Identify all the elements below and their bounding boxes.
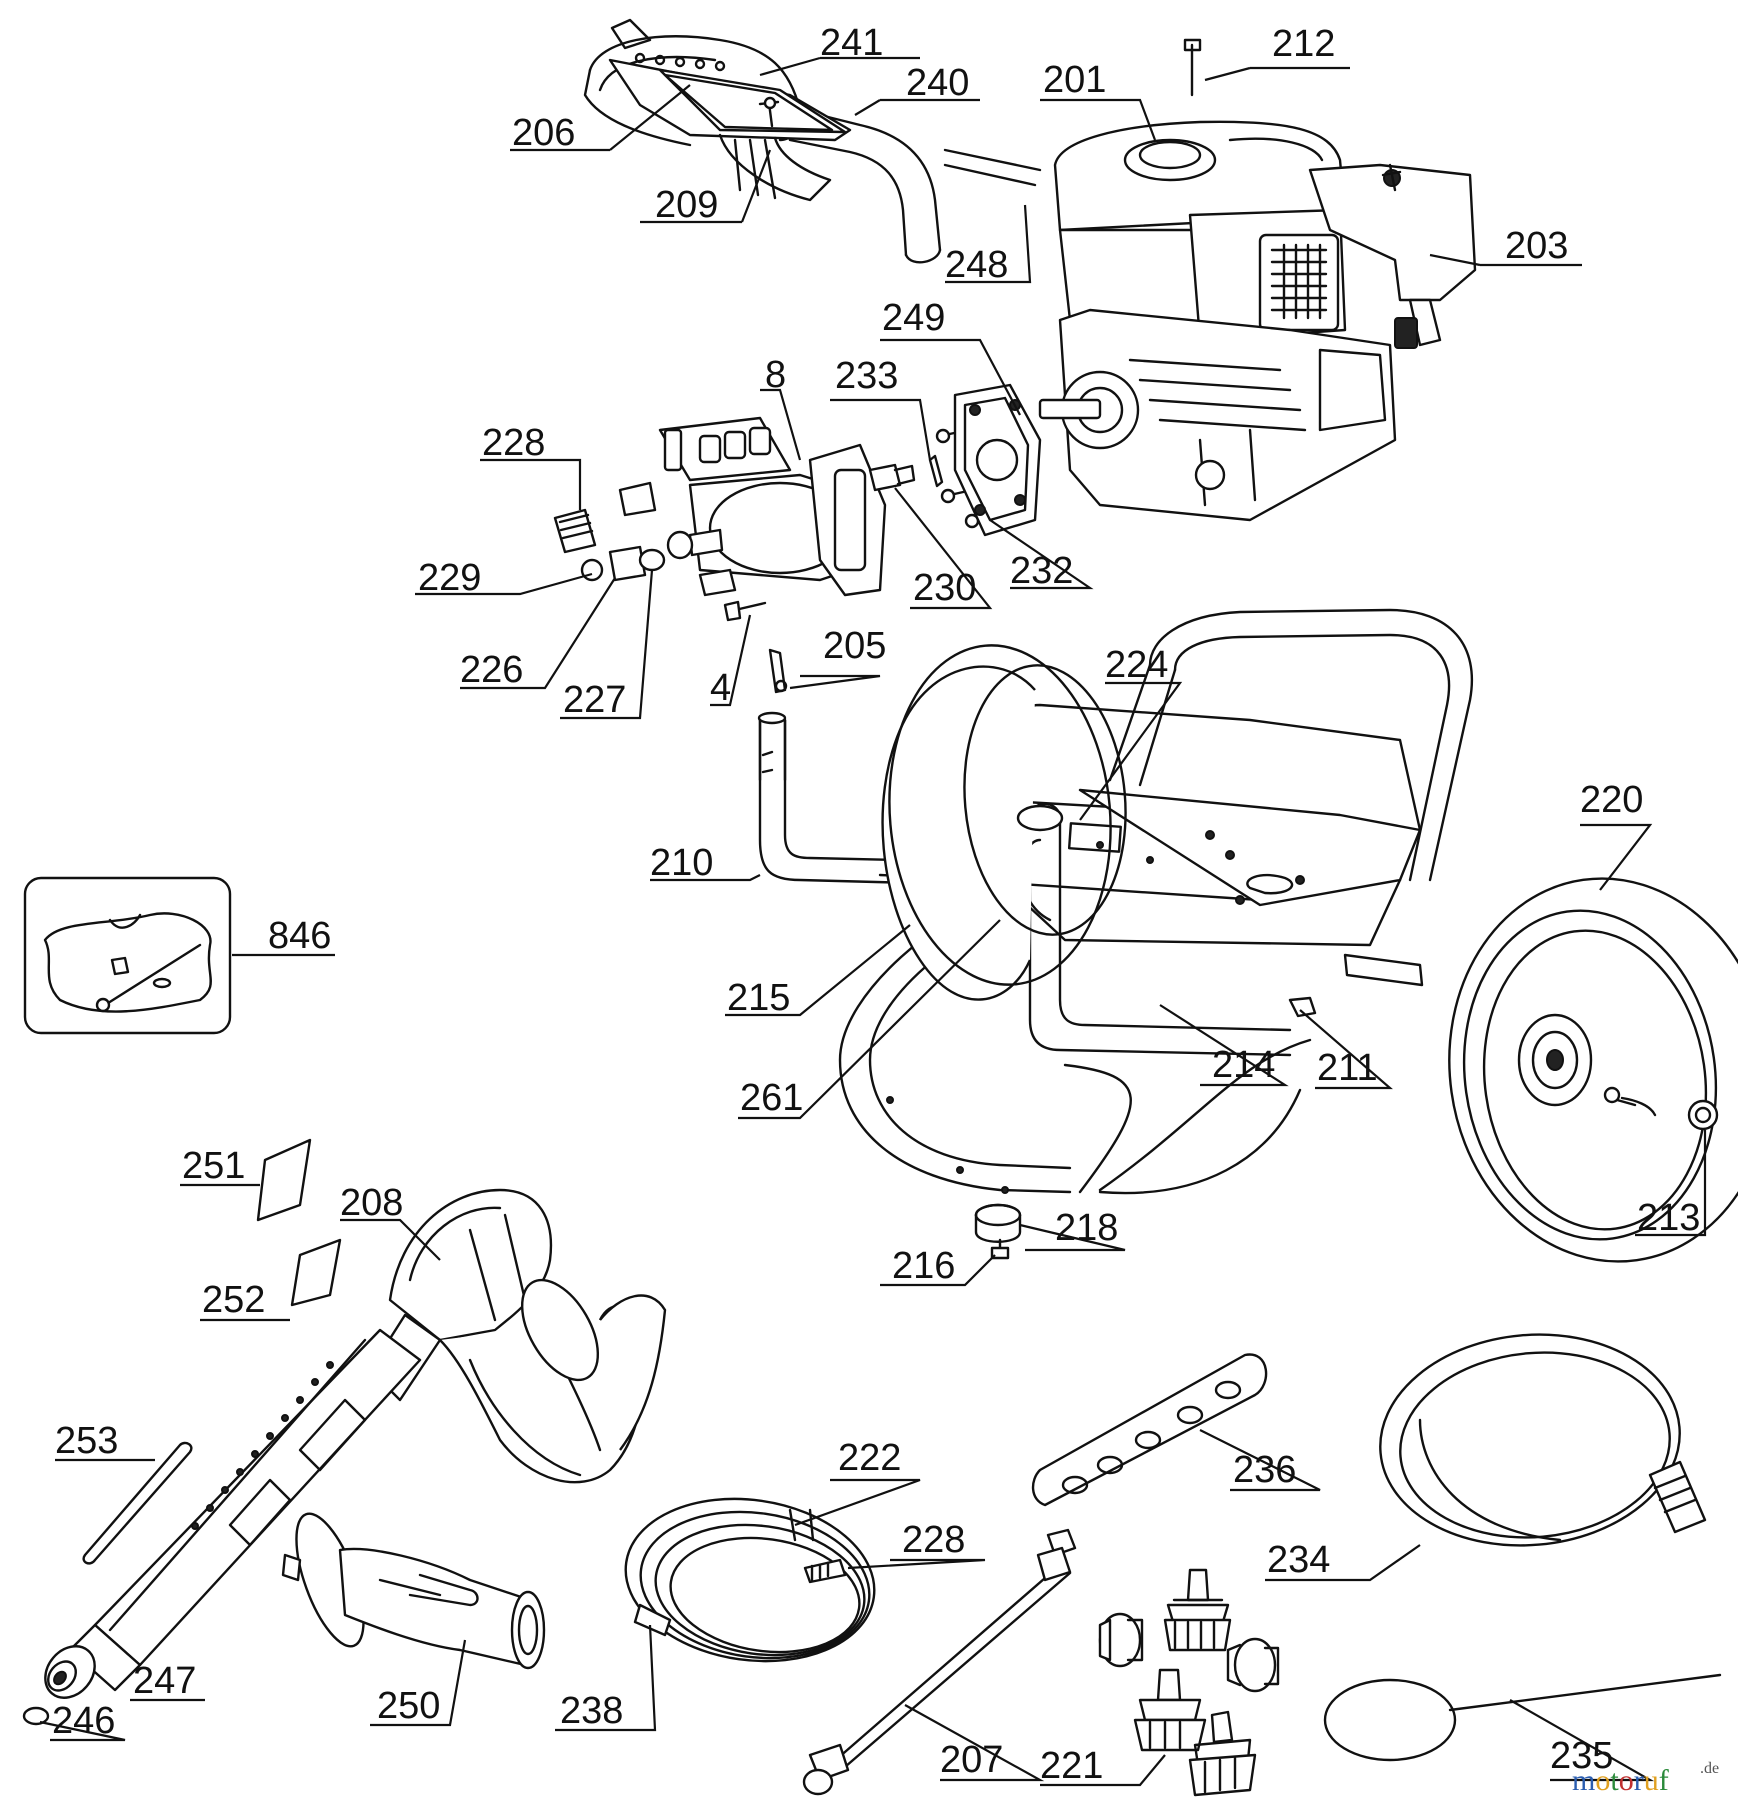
callout-213: 213 xyxy=(1637,1197,1700,1239)
frame-cart xyxy=(757,608,1474,1195)
callout-846: 846 xyxy=(268,915,331,957)
callout-224: 224 xyxy=(1105,644,1168,686)
fitting-228-inlet xyxy=(553,508,597,554)
callout-230: 230 xyxy=(913,567,976,609)
callout-201: 201 xyxy=(1043,59,1106,101)
nozzle-tips xyxy=(1098,1568,1280,1797)
detergent-siphon-hose xyxy=(1379,1333,1707,1547)
fittings-229-226-227 xyxy=(580,530,694,582)
callout-238: 238 xyxy=(560,1690,623,1732)
cleaning-pin xyxy=(1323,1673,1722,1762)
callout-215: 215 xyxy=(727,977,790,1019)
nozzle-holder xyxy=(1031,1353,1268,1507)
label-253 xyxy=(82,1441,193,1565)
callout-221: 221 xyxy=(1040,1745,1103,1787)
watermark-tld: .de xyxy=(1700,1760,1719,1777)
callout-229: 229 xyxy=(418,557,481,599)
callout-208: 208 xyxy=(340,1182,403,1224)
fitting-230 xyxy=(868,463,916,492)
callout-205: 205 xyxy=(823,625,886,667)
callout-232: 232 xyxy=(1010,550,1073,592)
label-251 xyxy=(256,1138,312,1222)
callout-4: 4 xyxy=(710,667,731,709)
hubcap-213 xyxy=(1687,1099,1719,1131)
callout-212: 212 xyxy=(1272,23,1335,65)
o-ring-246 xyxy=(22,1706,50,1726)
spray-lance xyxy=(802,1528,1077,1796)
flange-plate-249 xyxy=(953,383,1042,537)
watermark: motoruf .de xyxy=(1572,1760,1719,1797)
leader-lines xyxy=(39,56,1707,1787)
callout-220: 220 xyxy=(1580,779,1643,821)
engine xyxy=(1038,38,1477,522)
key-233 xyxy=(928,454,944,488)
callout-228-b: 228 xyxy=(902,1519,965,1561)
callout-8: 8 xyxy=(765,354,786,396)
callout-207: 207 xyxy=(940,1739,1003,1781)
bolt-4 xyxy=(723,600,767,622)
callout-240: 240 xyxy=(906,62,969,104)
hardware-kit xyxy=(23,876,232,1035)
callout-222: 222 xyxy=(838,1437,901,1479)
callout-249: 249 xyxy=(882,297,945,339)
spray-gun xyxy=(44,1188,667,1699)
callout-218: 218 xyxy=(1055,1207,1118,1249)
callout-236: 236 xyxy=(1233,1449,1296,1491)
callout-228-a: 228 xyxy=(482,422,545,464)
callout-227: 227 xyxy=(563,679,626,721)
high-pressure-hose xyxy=(624,1497,876,1663)
callout-248: 248 xyxy=(945,244,1008,286)
rubber-foot xyxy=(974,1203,1022,1260)
callout-252: 252 xyxy=(202,1279,265,1321)
callout-247: 247 xyxy=(133,1660,196,1702)
pump-assembly xyxy=(553,383,1042,622)
handle-assembly xyxy=(583,18,1042,264)
callout-233: 233 xyxy=(835,355,898,397)
callout-261: 261 xyxy=(740,1077,803,1119)
callout-253: 253 xyxy=(55,1420,118,1462)
callout-246: 246 xyxy=(52,1700,115,1742)
callouts: 241 240 206 209 212 201 203 248 249 8 23… xyxy=(52,22,1700,1787)
callout-226: 226 xyxy=(460,649,523,691)
callout-211: 211 xyxy=(1317,1047,1378,1089)
callout-235: 235 xyxy=(1550,1735,1613,1777)
wheel-front xyxy=(1448,877,1738,1263)
callout-241: 241 xyxy=(820,22,883,64)
wheel-rear xyxy=(881,644,1127,1001)
callout-251: 251 xyxy=(182,1145,245,1187)
label-252 xyxy=(290,1238,342,1307)
callout-206: 206 xyxy=(512,112,575,154)
engine-grille xyxy=(1270,243,1328,320)
callout-234: 234 xyxy=(1267,1539,1330,1581)
callout-214: 214 xyxy=(1212,1044,1275,1086)
watermark-brand: motoruf xyxy=(1572,1764,1669,1797)
callout-210: 210 xyxy=(650,842,713,884)
callout-216: 216 xyxy=(892,1245,955,1287)
callout-203: 203 xyxy=(1505,225,1568,267)
side-handle xyxy=(281,1512,546,1670)
callout-209: 209 xyxy=(655,184,718,226)
callout-250: 250 xyxy=(377,1685,440,1727)
